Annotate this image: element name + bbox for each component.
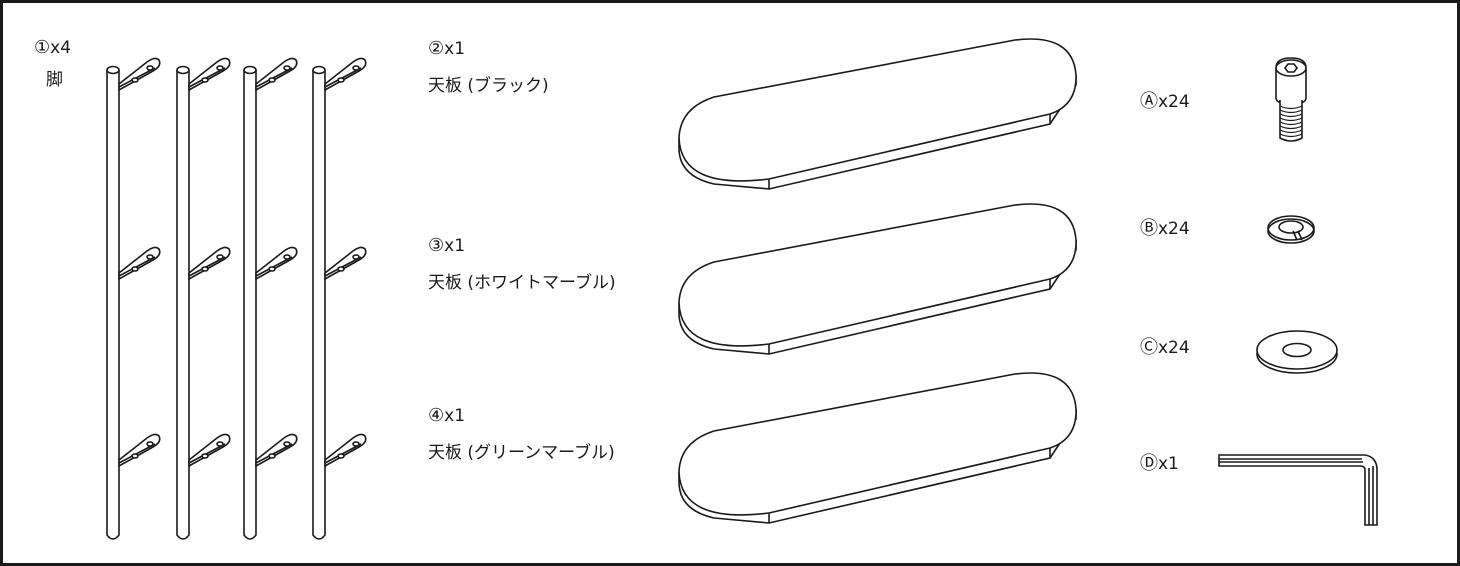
leg-bracket (188, 433, 231, 468)
leg-bracket (118, 433, 161, 468)
hex-key-drawing (1218, 454, 1378, 526)
leg-label: ①x4 (34, 37, 72, 59)
flat-washer-label: Ⓒx24 (1140, 337, 1190, 359)
leg-name: 脚 (46, 70, 63, 90)
leg-bracket (255, 433, 298, 468)
leg-bracket (324, 57, 367, 92)
hex-key-qty: x1 (1158, 454, 1179, 474)
spring-washer-letter: Ⓑ (1140, 218, 1158, 239)
leg-bracket (188, 246, 231, 281)
tabletop (678, 38, 1077, 190)
leg (243, 57, 298, 540)
top-black-label: ②x1 (428, 38, 466, 60)
leg (106, 57, 161, 540)
top-white-qty: x1 (444, 236, 466, 256)
tabletop (678, 372, 1077, 524)
top-green-label: ④x1 (428, 405, 466, 427)
bolt-label: Ⓐx24 (1140, 91, 1190, 113)
tabletop (678, 203, 1077, 355)
hex-key-label: Ⓓx1 (1140, 453, 1179, 475)
leg-bracket (255, 57, 298, 92)
leg-group (106, 57, 367, 540)
flat-washer-qty: x24 (1158, 338, 1190, 358)
top-black-qty: x1 (444, 39, 466, 59)
flat-washer-letter: Ⓒ (1140, 337, 1158, 358)
leg-bracket (118, 246, 161, 281)
hex-key-letter: Ⓓ (1140, 453, 1158, 474)
bolt-letter: Ⓐ (1140, 91, 1158, 112)
top-black-name: 天板 (ブラック) (428, 76, 549, 96)
top-white-name: 天板 (ホワイトマーブル) (428, 273, 616, 293)
spring-washer-label: Ⓑx24 (1140, 218, 1190, 240)
top-white-number: ③ (428, 235, 445, 256)
leg-bracket (188, 57, 231, 92)
leg-bracket (324, 246, 367, 281)
tabletop-group (678, 38, 1077, 524)
top-green-number: ④ (428, 405, 445, 426)
bolt-drawing (1275, 57, 1307, 142)
leg-bracket (255, 246, 298, 281)
top-black-number: ② (428, 38, 445, 59)
leg-bracket (118, 57, 161, 92)
leg-bracket (324, 433, 367, 468)
top-green-name: 天板 (グリーンマーブル) (428, 443, 615, 463)
spring-washer-drawing (1267, 215, 1315, 244)
bolt-qty: x24 (1158, 92, 1190, 112)
top-white-label: ③x1 (428, 235, 466, 257)
leg (176, 57, 231, 540)
spring-washer-qty: x24 (1158, 219, 1190, 239)
leg (312, 57, 367, 540)
leg-number: ① (34, 37, 51, 58)
top-green-qty: x1 (444, 406, 466, 426)
leg-qty: x4 (50, 38, 72, 58)
flat-washer-drawing (1256, 330, 1338, 374)
